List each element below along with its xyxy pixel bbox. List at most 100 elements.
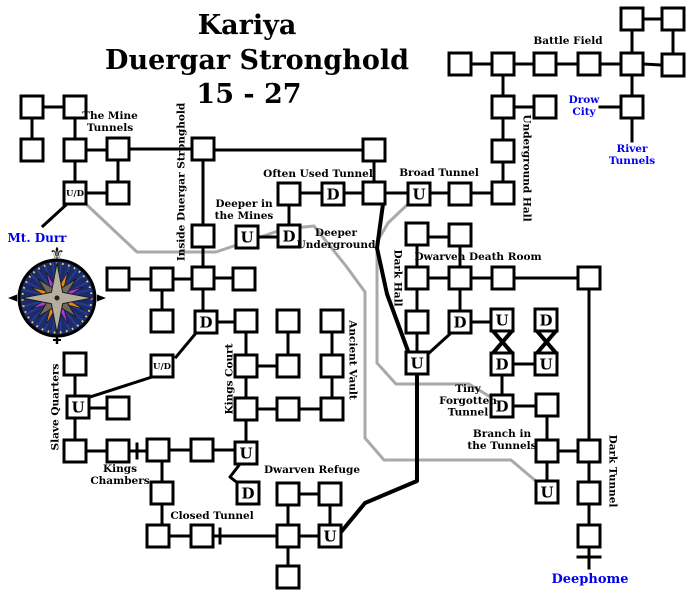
room-exit-letter: D [495, 356, 508, 374]
label-title-range: 15 - 27 [196, 79, 301, 110]
room-75 [145, 523, 171, 549]
room-5 [105, 136, 131, 162]
label-river-tunnels-line-1: River [616, 143, 647, 155]
room-8 [190, 136, 216, 162]
room-exit-letter: D [453, 314, 466, 332]
label-broad-tunnel: Broad Tunnel [399, 167, 479, 179]
room-1 [19, 94, 45, 120]
room-30-U: U [234, 224, 260, 250]
label-title-stronghold: Duergar Stronghold [105, 45, 409, 76]
label-branch-in-the-tunnels-line-1: Branch in [473, 428, 532, 440]
room-17 [490, 180, 516, 206]
compass-rose-icon: ⚜ [8, 244, 106, 344]
room-36 [404, 265, 430, 291]
label-ancient-vault-line-1: Ancient Vault [347, 319, 359, 400]
room-exit-letter: D [199, 314, 212, 332]
label-title-range-line-1: 15 - 27 [196, 79, 301, 110]
label-kings-court: Kings Court [224, 343, 236, 414]
room-47-U: U [533, 351, 559, 377]
connection-deep-link-1 [375, 201, 411, 354]
room-3 [19, 137, 45, 163]
room-32 [105, 266, 131, 292]
room-58 [233, 308, 259, 334]
room-19 [490, 94, 516, 120]
label-broad-tunnel-line-1: Broad Tunnel [399, 167, 479, 179]
label-deeper-underground-line-1: Deeper [315, 227, 357, 239]
room-67 [62, 351, 88, 377]
room-exit-letter: U [412, 186, 425, 204]
label-often-used-tunnel-line-1: Often Used Tunnel [263, 168, 373, 180]
label-battle-field: Battle Field [533, 35, 603, 47]
label-mt-durr-line-1: Mt. Durr [8, 231, 68, 245]
room-14 [361, 180, 387, 206]
label-river-tunnels-line-2: Tunnels [609, 155, 655, 167]
label-branch-in-the-tunnels-line-2: the Tunnels [467, 440, 536, 452]
label-dark-hall: Dark Hall [392, 249, 404, 306]
room-43-D: D [447, 309, 473, 335]
room-55 [149, 308, 175, 334]
room-27 [660, 6, 686, 32]
room-exit-letter: D [326, 186, 339, 204]
label-dwarven-refuge: Dwarven Refuge [264, 464, 360, 476]
room-79 [275, 481, 301, 507]
room-12 [276, 181, 302, 207]
label-kings-chambers-line-1: Kings [103, 463, 137, 475]
room-exit-letter: U [71, 399, 84, 417]
room-70 [62, 438, 88, 464]
room-44-U: U [489, 307, 515, 333]
room-29 [447, 51, 473, 77]
label-tiny-forgotten-tunnel-line-2: Forgotten [439, 395, 497, 407]
room-78-D: D [235, 480, 261, 506]
room-exit-letter: U/D [66, 189, 85, 199]
room-7 [105, 180, 131, 206]
room-9 [361, 137, 387, 163]
connection-mtdurr-diag [40, 201, 70, 229]
room-exit-letter: U [240, 229, 253, 247]
room-4 [62, 137, 88, 163]
label-often-used-tunnel: Often Used Tunnel [263, 168, 373, 180]
room-11 [190, 265, 216, 291]
connection-deep-link-2 [338, 373, 419, 535]
label-tiny-forgotten-tunnel-line-1: Tiny [455, 383, 481, 395]
label-tiny-forgotten-tunnel-line-3: Tunnel [448, 407, 488, 419]
label-dwarven-death-room: Dwarven Death Room [414, 251, 541, 263]
room-23 [576, 51, 602, 77]
room-65 [275, 396, 301, 422]
room-exit-letter: U [239, 445, 252, 463]
label-title-stronghold-line-1: Duergar Stronghold [105, 45, 409, 76]
label-inside-duergar-stronghold: Inside Duergar Stronghold [176, 102, 188, 261]
label-dark-tunnel-line-1: Dark Tunnel [607, 435, 619, 508]
room-72 [145, 437, 171, 463]
label-mt-durr: Mt. Durr [8, 231, 68, 245]
connection-gray-link-mtdurr-branch [83, 201, 540, 485]
connection-kings-diag2 [88, 375, 154, 399]
room-exit-letter: U [495, 312, 508, 330]
label-closed-tunnel: Closed Tunnel [170, 510, 253, 522]
label-title-kariya: Kariya [198, 10, 297, 41]
room-22 [532, 51, 558, 77]
room-25 [660, 52, 686, 78]
room-37 [404, 309, 430, 335]
room-57-UD: U/D [149, 353, 175, 379]
room-76 [189, 523, 215, 549]
room-71 [105, 438, 131, 464]
label-underground-hall: Underground Hall [521, 114, 533, 221]
label-kings-chambers-line-2: Chambers [90, 475, 149, 487]
room-83 [275, 564, 301, 590]
label-kings-court-line-1: Kings Court [224, 343, 236, 414]
room-61 [233, 353, 259, 379]
label-battle-field-line-1: Battle Field [533, 35, 603, 47]
label-drow-city-line-2: City [572, 106, 596, 118]
room-73 [189, 437, 215, 463]
room-48-D: D [489, 393, 515, 419]
room-41 [490, 265, 516, 291]
room-2 [62, 94, 88, 120]
room-63 [319, 353, 345, 379]
room-46-D: D [489, 351, 515, 377]
room-exit-letter: U [410, 355, 423, 373]
